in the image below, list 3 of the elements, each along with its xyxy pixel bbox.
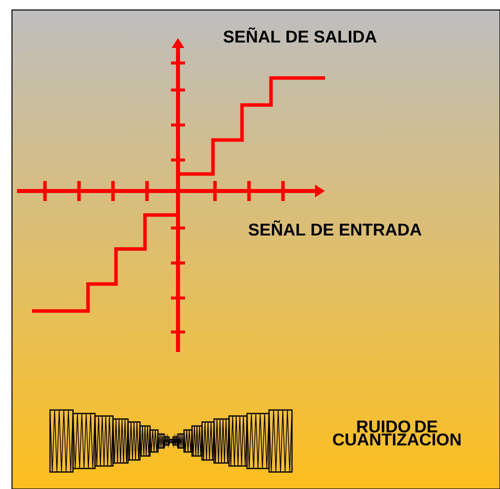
axis-label: SEÑAL DE SALIDA (224, 27, 376, 43)
noise-label: RUIDO DE CUANTIZACION (333, 420, 461, 446)
axis-label: SEÑAL DE ENTRADA (248, 220, 422, 236)
